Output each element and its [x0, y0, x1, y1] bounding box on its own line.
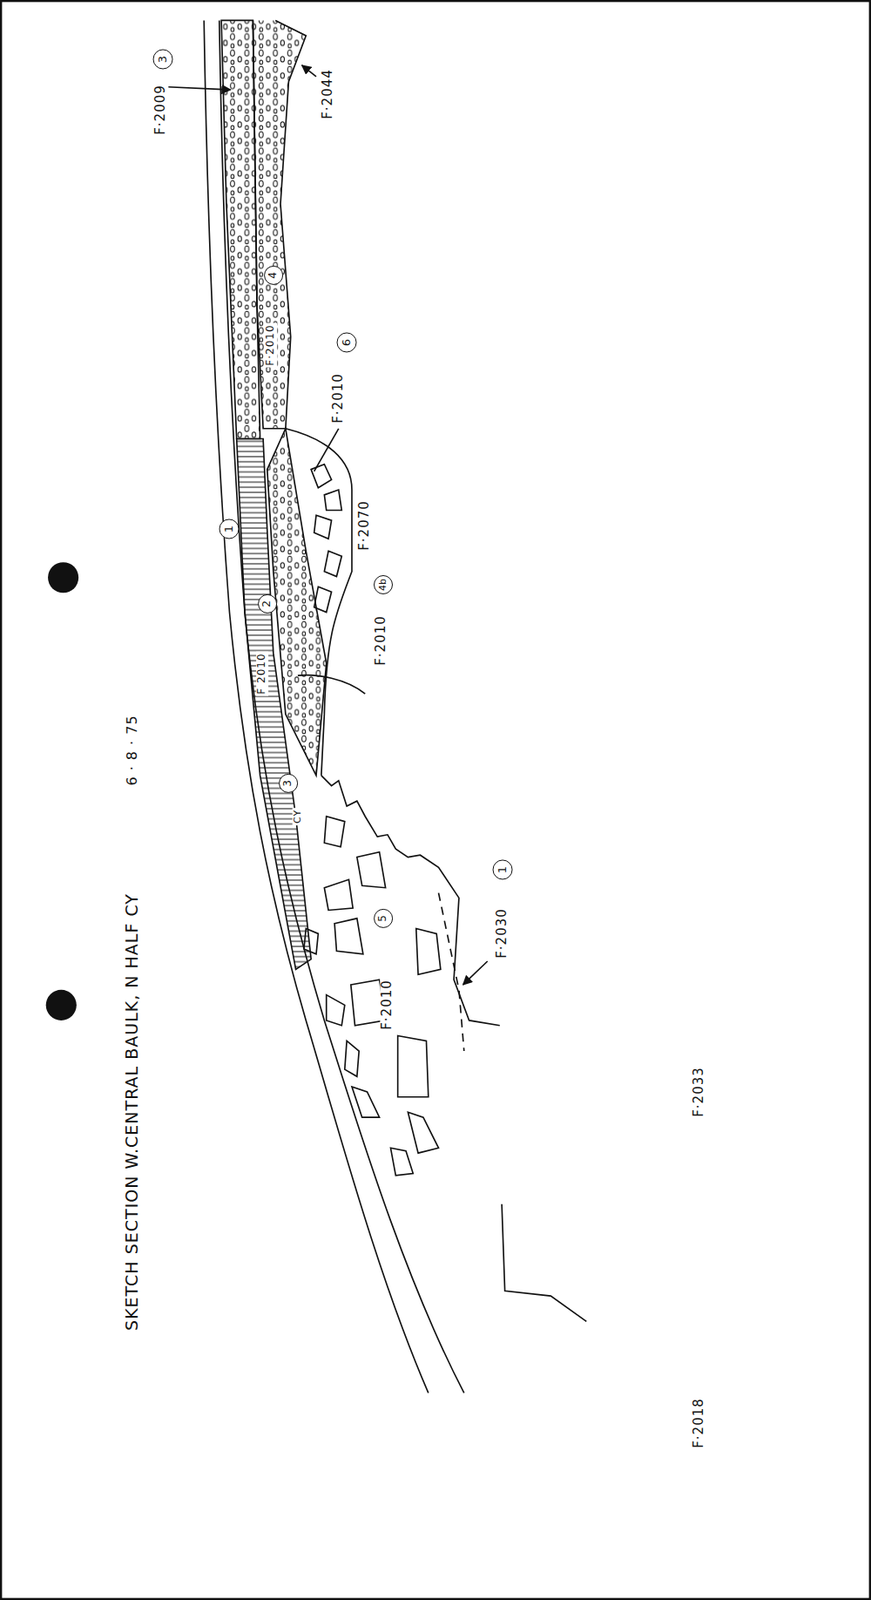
punch-hole: [47, 561, 79, 593]
section-label: F·2010: [373, 614, 389, 669]
section-label: F·2070: [357, 498, 373, 553]
section-label: F·2033: [692, 1064, 708, 1119]
punch-hole: [46, 989, 77, 1020]
layer-number: 3: [278, 773, 298, 793]
section-label: F·2030: [495, 906, 511, 961]
layer-number: 4b: [373, 574, 393, 595]
section-label: F·2044: [320, 67, 336, 122]
layer-number: 1: [219, 518, 240, 539]
section-label: CY: [292, 807, 304, 825]
section-label: 6 · 8 · 75: [124, 712, 141, 787]
layer-number: 2: [257, 594, 277, 614]
layer-number: 3: [153, 48, 174, 69]
section-label: F·2018: [692, 1396, 708, 1451]
title: SKETCH SECTION W.CENTRAL BAULK, N HALF C…: [122, 891, 142, 1332]
section-layers: [162, 20, 587, 1392]
section-label: F 2010: [256, 650, 269, 696]
layer-number: 1: [492, 858, 514, 879]
layer-number: 5: [373, 908, 393, 928]
section-label: F·2009: [153, 83, 169, 138]
layer-number: 6: [337, 332, 358, 353]
layer-number: 4: [263, 265, 284, 285]
section-label: F·2010: [330, 371, 346, 426]
section-label: F·2010: [379, 978, 395, 1033]
section-label: F·2010: [265, 322, 278, 367]
